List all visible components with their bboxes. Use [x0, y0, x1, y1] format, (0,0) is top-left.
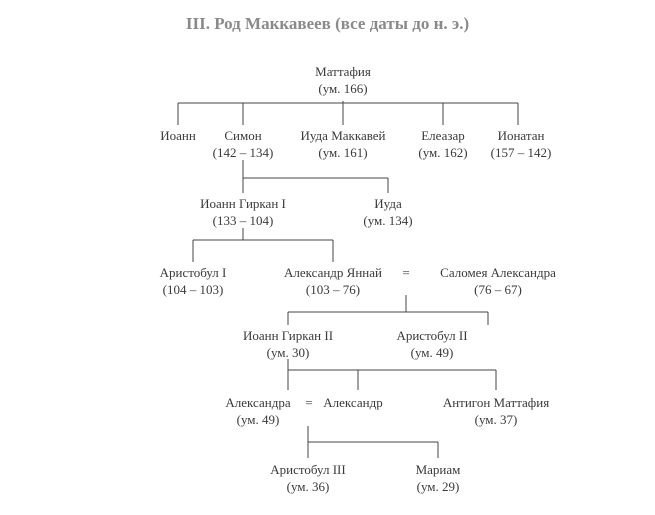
member-antigon: Антигон Маттафия (ум. 37)	[443, 394, 549, 428]
member-dates: (ум. 29)	[416, 479, 460, 494]
member-ioann-girkan-1: Иоанн Гиркан I (133 – 104)	[200, 195, 286, 229]
member-name: Александр	[323, 395, 383, 410]
member-dates: (ум. 166)	[318, 81, 368, 96]
member-name: Иуда	[374, 196, 402, 211]
diagram-title: III. Род Маккавеев (все даты до н. э.)	[185, 14, 470, 33]
member-mariam: Мариам (ум. 29)	[416, 461, 461, 495]
member-aleksandr: Александр	[323, 394, 382, 411]
member-name: Саломея Александра	[440, 265, 556, 280]
member-name: Маттафия	[315, 64, 371, 79]
member-dates: (ум. 49)	[410, 345, 454, 360]
member-name: Симон	[224, 128, 262, 143]
member-iuda: Иуда (ум. 134)	[363, 195, 412, 229]
member-dates: (76 – 67)	[474, 282, 522, 297]
member-dates: (ум. 30)	[266, 345, 310, 360]
member-aristobul-2: Аристобул II (ум. 49)	[396, 327, 467, 361]
member-name: Иуда Маккавей	[300, 128, 386, 143]
member-dates: (ум. 161)	[318, 145, 368, 160]
member-ioann-girkan-2: Иоанн Гиркан II (ум. 30)	[243, 327, 333, 361]
member-dates: (ум. 134)	[363, 213, 413, 228]
member-dates: (142 – 134)	[212, 145, 274, 160]
connector-simon	[242, 160, 389, 193]
member-name: Аристобул III	[270, 462, 346, 477]
member-mattathias: Маттафия (ум. 166)	[315, 63, 371, 97]
member-name: Иоанн Гиркан II	[242, 328, 334, 343]
member-ioann: Иоанн	[160, 127, 196, 144]
member-simon: Симон (142 – 134)	[213, 127, 274, 161]
member-name: Александр Яннай	[284, 265, 382, 280]
connector-aleksandra	[307, 426, 439, 458]
member-eleazar: Елеазар (ум. 162)	[418, 127, 467, 161]
member-ionatan: Ионатан (157 – 142)	[491, 127, 552, 161]
member-name: Ионатан	[497, 128, 545, 143]
member-name: Александра	[225, 395, 291, 410]
member-name: Елеазар	[421, 128, 465, 143]
member-iuda-makkavey: Иуда Маккавей (ум. 161)	[300, 127, 385, 161]
connector-yannai	[287, 295, 489, 325]
member-aristobul-3: Аристобул III (ум. 36)	[270, 461, 345, 495]
marriage-symbol: =	[305, 395, 313, 410]
member-dates: (104 – 103)	[162, 282, 224, 297]
member-salomeya: Саломея Александра (76 – 67)	[440, 264, 556, 298]
member-dates: (157 – 142)	[490, 145, 552, 160]
member-name: Аристобул I	[159, 265, 227, 280]
member-aristobul-1: Аристобул I (104 – 103)	[160, 264, 227, 298]
member-name: Аристобул II	[396, 328, 468, 343]
member-aleksandr-yannay: Александр Яннай (103 – 76)	[284, 264, 382, 298]
member-name: Иоанн Гиркан I	[200, 196, 286, 211]
marriage-symbol: =	[402, 265, 410, 280]
member-name: Иоанн	[160, 128, 196, 143]
member-dates: (ум. 37)	[474, 412, 518, 427]
connector-mattathias	[177, 101, 519, 125]
member-aleksandra: Александра (ум. 49)	[225, 394, 290, 428]
member-dates: (ум. 162)	[418, 145, 468, 160]
connector-girkan-2	[287, 359, 497, 390]
member-dates: (133 – 104)	[212, 213, 274, 228]
connector-girkan-1	[192, 228, 334, 262]
member-name: Антигон Маттафия	[442, 395, 550, 410]
member-name: Мариам	[415, 462, 461, 477]
member-dates: (ум. 36)	[286, 479, 330, 494]
member-dates: (ум. 49)	[236, 412, 280, 427]
member-dates: (103 – 76)	[305, 282, 361, 297]
